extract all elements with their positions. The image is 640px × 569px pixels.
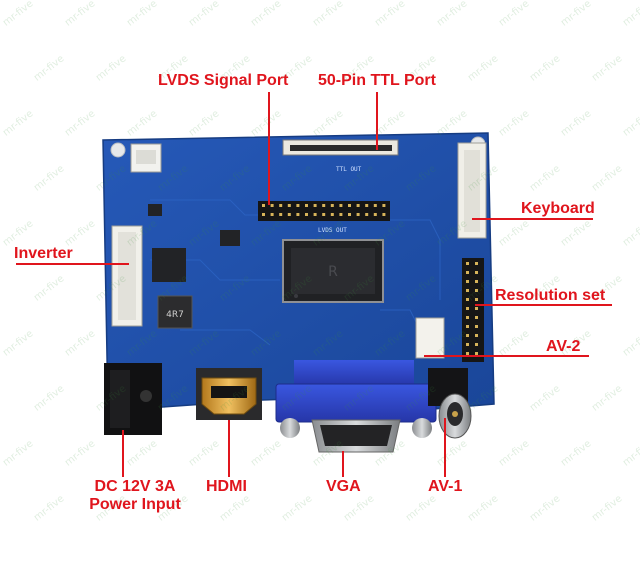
lvds-pin xyxy=(373,204,377,207)
secondary-chip xyxy=(152,248,186,282)
inverter-connector xyxy=(111,225,143,327)
resolution-pin xyxy=(466,289,469,292)
label-vga: VGA xyxy=(326,478,361,495)
resolution-pin xyxy=(475,352,478,355)
lvds-out-silkscreen: LVDS OUT xyxy=(318,227,347,234)
label-keyboard: Keyboard xyxy=(521,200,595,217)
resolution-pin xyxy=(466,316,469,319)
hdmi-port xyxy=(196,368,262,420)
lvds-pin xyxy=(348,204,351,207)
lvds-pin xyxy=(339,213,343,216)
resolution-pin xyxy=(466,352,469,355)
resolution-pin xyxy=(475,316,478,319)
lvds-pin xyxy=(305,213,308,216)
callout-lines xyxy=(16,92,612,477)
lvds-pin xyxy=(279,213,283,216)
resolution-pin xyxy=(475,343,478,346)
resolution-pin xyxy=(466,262,469,265)
resolution-pin xyxy=(466,325,469,328)
label-dc-power-line2: Power Input xyxy=(89,496,181,513)
lvds-pin xyxy=(382,204,386,207)
label-lvds-signal-port: LVDS Signal Port xyxy=(158,72,289,89)
label-resolution-set: Resolution set xyxy=(495,287,606,304)
resolution-pin xyxy=(475,262,478,265)
small-chip xyxy=(148,204,162,216)
lvds-pin xyxy=(365,204,369,207)
dc-power-jack xyxy=(104,363,162,435)
lvds-pin-header xyxy=(258,201,390,221)
resolution-pin xyxy=(466,298,469,301)
svg-text:R: R xyxy=(328,264,338,280)
resolution-pin xyxy=(475,325,478,328)
resolution-pin xyxy=(475,271,478,274)
lvds-pin xyxy=(270,213,274,216)
lvds-pin xyxy=(382,213,386,216)
label-dc-power-line1: DC 12V 3A xyxy=(94,478,176,495)
resolution-pin xyxy=(466,271,469,274)
inductor-4r7 xyxy=(157,295,193,329)
label-av2: AV-2 xyxy=(546,338,581,355)
lvds-pin xyxy=(296,204,300,207)
label-inverter: Inverter xyxy=(14,245,73,262)
lvds-pin xyxy=(287,204,291,207)
lvds-pin xyxy=(262,204,265,207)
lvds-pin xyxy=(296,213,300,216)
resolution-pin xyxy=(475,280,478,283)
inductor-marking: 4R7 xyxy=(166,310,184,320)
resolution-pin xyxy=(466,343,469,346)
vga-port xyxy=(275,360,437,453)
lvds-pin xyxy=(330,213,334,216)
resolution-pin xyxy=(475,289,478,292)
resolution-pin xyxy=(466,280,469,283)
lvds-pin xyxy=(305,204,308,207)
lvds-pin xyxy=(262,213,265,216)
resolution-pin xyxy=(475,298,478,301)
lvds-pin xyxy=(322,204,326,207)
av2-connector xyxy=(415,317,445,359)
lvds-pin xyxy=(348,213,351,216)
small-white-connector xyxy=(130,143,162,173)
lvds-pin xyxy=(339,204,343,207)
lvds-pin xyxy=(270,204,274,207)
lvds-pin xyxy=(287,213,291,216)
main-ic-chip: R xyxy=(282,239,384,303)
resolution-pin xyxy=(466,334,469,337)
av1-rca-jack xyxy=(428,368,472,439)
lvds-pin xyxy=(330,204,334,207)
keyboard-connector xyxy=(457,142,487,239)
ttl-50pin-port xyxy=(282,139,399,156)
lvds-pin xyxy=(313,204,317,207)
resolution-jumper-header xyxy=(462,258,484,362)
resolution-pin xyxy=(475,307,478,310)
lvds-pin xyxy=(313,213,317,216)
regulator-chip xyxy=(220,230,240,246)
resolution-pin xyxy=(475,334,478,337)
label-av1: AV-1 xyxy=(428,478,463,495)
label-hdmi: HDMI xyxy=(206,478,247,495)
lvds-pin xyxy=(322,213,326,216)
lvds-pin xyxy=(373,213,377,216)
ttl-out-silkscreen: TTL OUT xyxy=(336,166,362,173)
lvds-pin xyxy=(356,213,360,216)
lvds-pin xyxy=(356,204,360,207)
lvds-pin xyxy=(365,213,369,216)
label-50pin-ttl-port: 50-Pin TTL Port xyxy=(318,72,436,89)
resolution-pin xyxy=(466,307,469,310)
lvds-pin xyxy=(279,204,283,207)
